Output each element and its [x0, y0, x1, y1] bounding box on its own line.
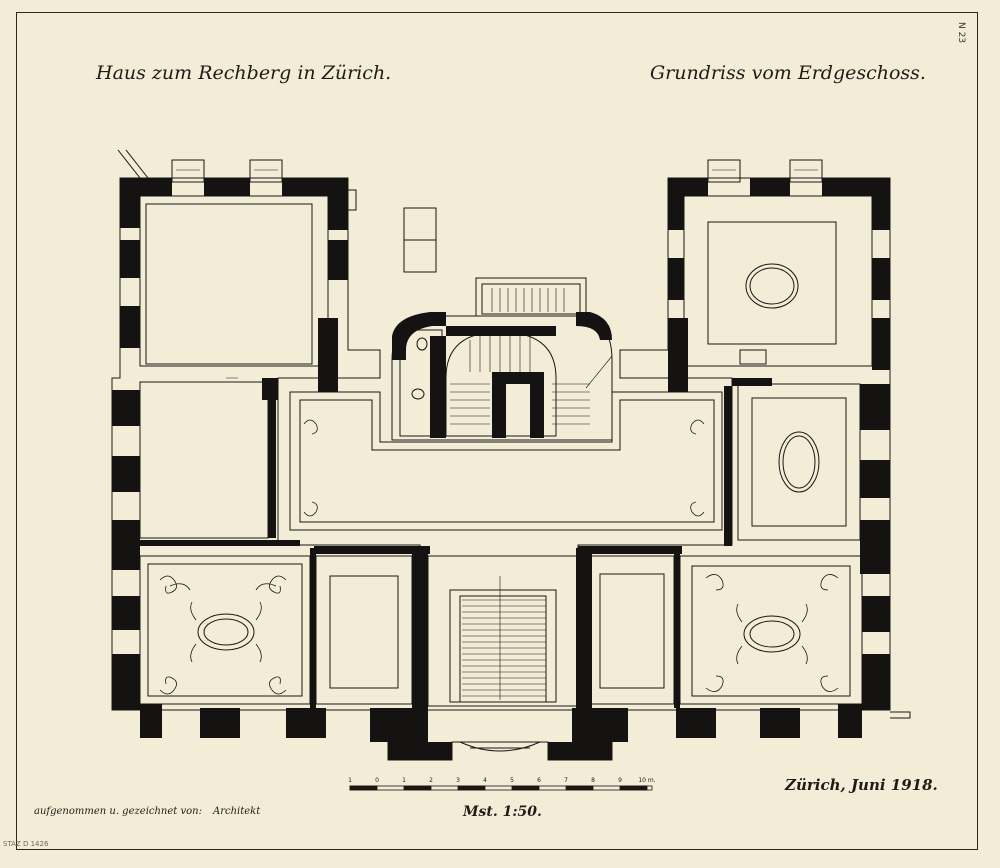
scale-tick-label: 1 [348, 777, 352, 784]
place-date: Zürich, Juni 1918. [785, 776, 938, 794]
credit-text: aufgenommen u. gezeichnet von: [34, 806, 202, 817]
scale-tick-labels: 1 0 1 2 3 4 5 6 7 8 9 10 m. [348, 777, 656, 784]
scale-tick-label: 2 [429, 777, 433, 784]
scale-tick-label: 3 [456, 777, 460, 784]
archive-stamp: STAZ D 1426 [3, 840, 49, 848]
scale-tick-label: 4 [483, 777, 487, 784]
credit-signature: Architekt [213, 806, 261, 817]
scale-tick-label: 5 [510, 777, 514, 784]
scale-tick-label: 10 m. [638, 777, 655, 784]
scale-tick-label: 9 [618, 777, 622, 784]
scale-tick-label: 7 [564, 777, 568, 784]
building-title: Haus zum Rechberg in Zürich. [96, 62, 392, 84]
scale-tick-label: 6 [537, 777, 541, 784]
scale-label: Mst. 1:50. [463, 804, 542, 820]
scale-tick-label: 1 [402, 777, 406, 784]
plan-title: Grundriss vom Erdgeschoss. [650, 62, 926, 84]
sheet-border [16, 12, 978, 850]
scale-tick-label: 0 [375, 777, 379, 784]
scale-tick-label: 8 [591, 777, 595, 784]
scale-bar [349, 785, 653, 791]
